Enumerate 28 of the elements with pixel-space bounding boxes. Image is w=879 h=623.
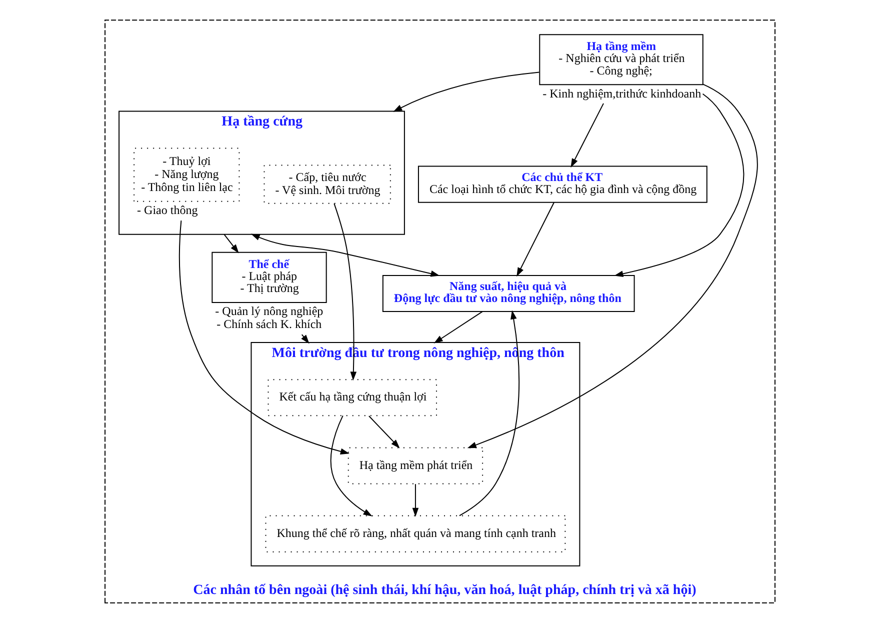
node-box: - Thuỷ lợi - Năng lượng - Thông tin liên lạc (133, 148, 240, 202)
node-box: Các chủ thể KT Các loại hình tổ chức KT, các hộ gia đình và cộng đồng (417, 166, 707, 203)
node-box: Thể chế - Luật pháp - Thị trường (211, 252, 326, 303)
node-label: - Chính sách K. khích (216, 317, 322, 332)
arrow (368, 416, 400, 448)
arrow (250, 234, 440, 277)
arrow (433, 311, 482, 344)
arrow (330, 415, 372, 516)
node-box: - Cấp, tiêu nước - Vệ sinh. Môi trường (263, 164, 390, 204)
node-label: - Quản lý nông nghiệp (214, 304, 323, 318)
arrow (516, 202, 554, 277)
arrow (412, 484, 418, 517)
arrow (570, 102, 604, 168)
node-box: Khung thể chế rõ ràng, nhất quán và mang tính cạnh tranh (264, 515, 566, 552)
node-box: Hạ tầng mềm - Nghiên cứu và phát triển - Công nghệ; (538, 34, 703, 86)
arrow (458, 310, 520, 516)
node-label: - Giao thông (136, 202, 198, 217)
arrow (466, 84, 758, 448)
arrow (392, 72, 540, 112)
arrow (223, 234, 238, 254)
node-box: Kết cấu hạ tầng cứng thuận lợi (267, 379, 436, 416)
arrow (178, 220, 349, 454)
arrow (300, 334, 309, 344)
arrow (614, 93, 744, 277)
node-label: - Kinh nghiệm,trithức kinhdoanh (542, 86, 701, 100)
node-box: Hạ tầng mềm phát triển (347, 447, 483, 484)
arrow (333, 203, 356, 381)
node-box: Năng suất, hiệu quả và Động lực đầu tư vào nông nghiệp, nông thôn (382, 274, 634, 312)
